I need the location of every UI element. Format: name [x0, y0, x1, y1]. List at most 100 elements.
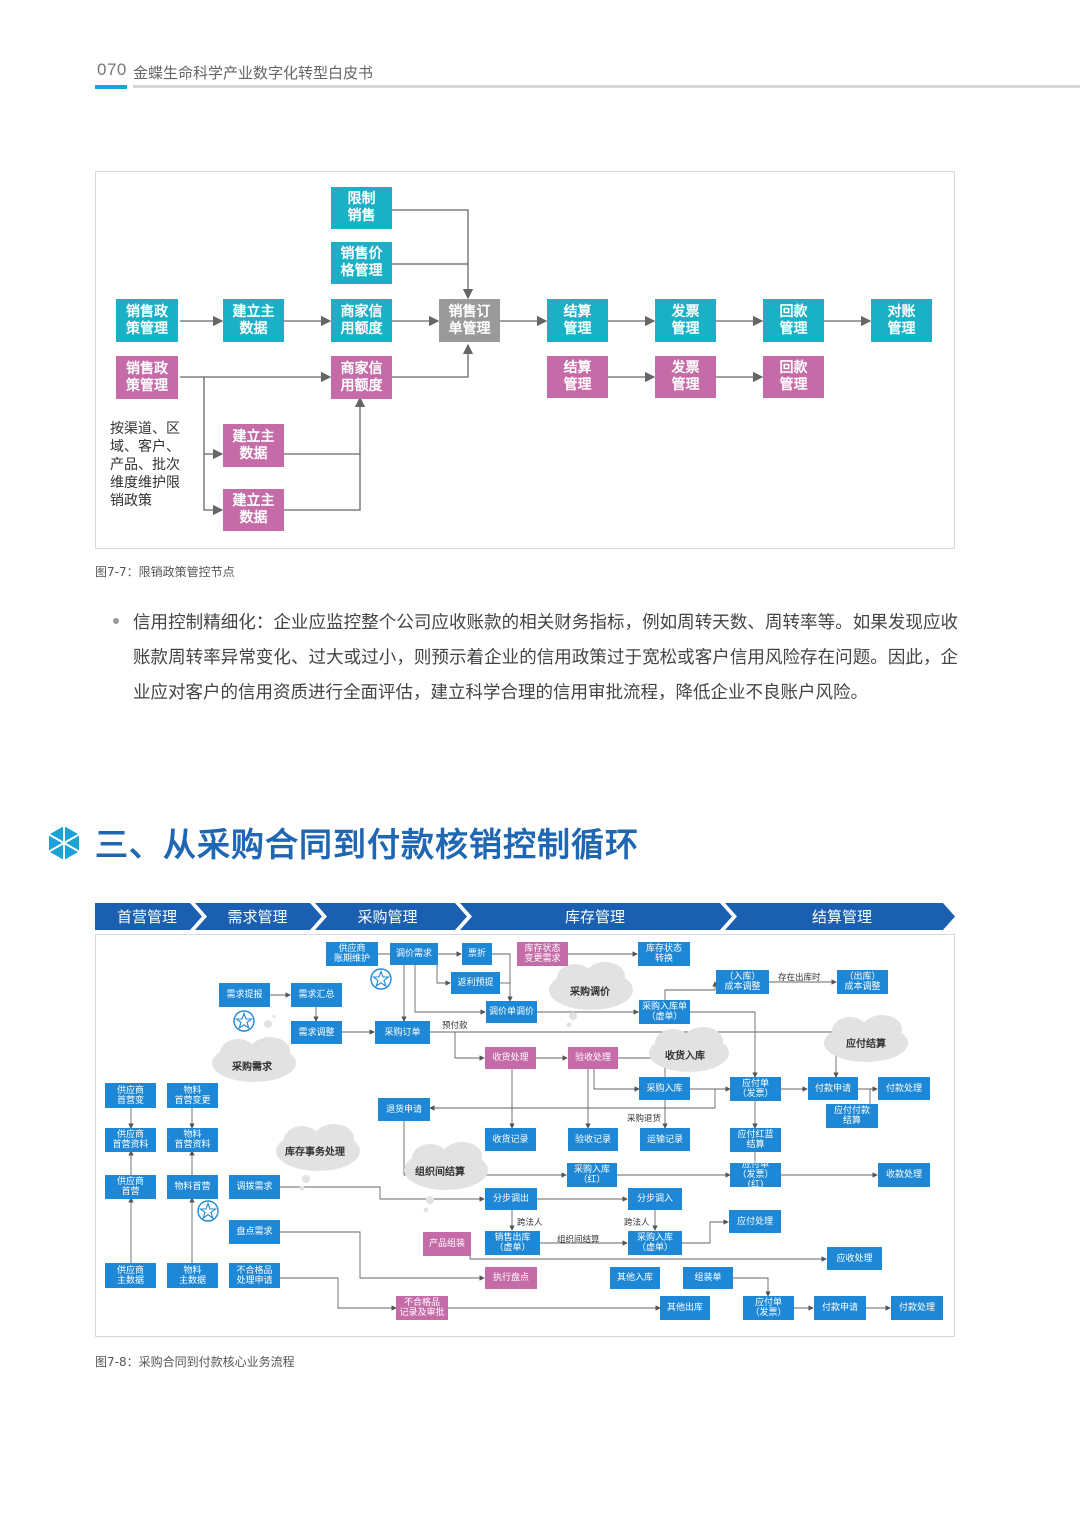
- payable-redblue-box: 应付红蓝 结算: [730, 1128, 781, 1152]
- purchase-return-label: 采购退货: [627, 1114, 662, 1124]
- master-data-pink-node-1: 建立主 数据: [223, 424, 284, 467]
- cross-entity-label-2: 跨法人: [624, 1218, 650, 1228]
- price-request-box: 调价需求: [390, 943, 438, 965]
- cloud-inter-org: [404, 1142, 488, 1213]
- supplier-first-box: 供应商 首营: [105, 1175, 156, 1199]
- stock-convert-box: 库存状态 转换: [638, 942, 690, 966]
- master-data-pink-node-2: 建立主 数据: [223, 489, 284, 531]
- sales-order-node: 销售订 单管理: [439, 299, 500, 342]
- receive-record-box: 收货记录: [485, 1128, 536, 1151]
- credit-limit-node: 商家信 用额度: [331, 299, 392, 342]
- cloud-payable-settlement-label: 应付结算: [846, 1039, 886, 1050]
- invoice-pink-node: 发票 管理: [655, 356, 716, 398]
- sales-out-virtual-box: 销售出库 （虚单）: [485, 1231, 540, 1255]
- inter-org-label: 组织间结算: [557, 1235, 600, 1245]
- material-master-box: 物料 主数据: [167, 1263, 218, 1288]
- pay-request-box: 付款申请: [808, 1077, 858, 1100]
- settlement-pink-node: 结算 管理: [547, 356, 608, 398]
- receivable-box: 应收处理: [827, 1247, 882, 1270]
- document-title: 金蝶生命科学产业数字化转型白皮书: [133, 64, 374, 82]
- supplier-master-box: 供应商 主数据: [105, 1263, 156, 1288]
- credit-limit-pink-node: 商家信 用额度: [331, 356, 392, 399]
- in-out-time-label: 存在出库时: [778, 973, 821, 983]
- payable-invoice-box: 应付单 （发票）: [730, 1077, 781, 1101]
- cloud-inventory-affairs-label: 库存事务处理: [285, 1147, 345, 1158]
- stock-change-box: 库存状态 变更需求: [517, 942, 568, 966]
- material-first-box: 物料首营: [167, 1175, 218, 1199]
- demand-summary-box: 需求汇总: [291, 983, 342, 1007]
- cloud-goods-receipt: [649, 1027, 729, 1072]
- invoice-node: 发票 管理: [655, 299, 716, 342]
- other-out-box: 其他出库: [660, 1296, 710, 1320]
- transport-record-box: 运输记录: [640, 1128, 690, 1151]
- section-title: 三、从采购合同到付款核销控制循环: [95, 825, 639, 864]
- payable-process-box: 应付处理: [729, 1210, 781, 1233]
- cloud-payable-settlement: [824, 1015, 908, 1062]
- demand-adjust-box: 需求调整: [291, 1021, 342, 1044]
- master-data-node: 建立主 数据: [223, 299, 284, 342]
- receipt-box: 收款处理: [878, 1163, 930, 1187]
- purchase-in-virtual2-box: 采购入库 （虚单）: [628, 1231, 682, 1255]
- credit-control-paragraph: 信用控制精细化：企业应监控整个公司应收账款的相关财务指标，例如周转天数、周转率等…: [133, 613, 958, 703]
- nonconform-record-box: 不合格品 记录及审批: [396, 1296, 448, 1320]
- payable-red-box: 应付单 （发票）(红): [730, 1160, 781, 1190]
- transfer-request-box: 调拨需求: [229, 1175, 280, 1199]
- sales-policy-node: 销售政 策管理: [116, 299, 178, 342]
- payable-invoice2-box: 应付单 （发票）: [743, 1296, 794, 1320]
- cross-entity-label-1: 跨法人: [517, 1218, 543, 1228]
- figure2-caption: 图7-8：采购合同到付款核心业务流程: [95, 1355, 295, 1369]
- nonconform-request-box: 不合格品 处理申请: [229, 1263, 280, 1288]
- reconcile-node: 对账 管理: [871, 299, 932, 342]
- header-accent: [95, 85, 127, 89]
- supplier-first-data-box: 供应商 首营资料: [105, 1128, 156, 1152]
- purchase-order-box: 采购订单: [375, 1021, 430, 1044]
- header-rule: [133, 85, 1080, 88]
- banner-first-sale: 首营管理: [116, 908, 177, 926]
- supplier-period-box: 供应商 账期维护: [326, 942, 378, 966]
- purchase-in-virtual-box: 采购入库单 （虚单）: [639, 1000, 690, 1024]
- policy-dimension-note: 按渠道、区 域、客户、 产品、批次 维度维护限 销政策: [110, 421, 180, 509]
- payback-node: 回款 管理: [763, 299, 824, 342]
- figure2-connectors: [128, 951, 891, 1311]
- count-request-box: 盘点需求: [229, 1220, 280, 1244]
- cloud-purchase-demand-label: 采购需求: [232, 1062, 272, 1073]
- figure1-caption: 图7-7：限销政策管控节点: [95, 565, 235, 579]
- inspect-box: 验收处理: [568, 1047, 618, 1069]
- star-icon: [197, 1200, 219, 1222]
- other-in-box: 其他入库: [610, 1267, 660, 1289]
- prepay-label: 预付款: [442, 1021, 468, 1031]
- banner-demand: 需求管理: [227, 908, 288, 926]
- bullet-dot: [113, 618, 119, 624]
- material-first-change-box: 物料 首营变更: [167, 1083, 218, 1108]
- demand-report-box: 需求提报: [219, 983, 270, 1007]
- purchase-in-red-box: 采购入库 （红）: [567, 1163, 617, 1187]
- receive-box: 收货处理: [485, 1047, 536, 1069]
- payable-settle-box: 应付付款 结算: [826, 1104, 878, 1128]
- cloud-inter-org-label: 组织间结算: [415, 1167, 465, 1178]
- star-icon: [370, 968, 392, 990]
- star-icon: [233, 1010, 255, 1032]
- process-banner: [95, 903, 955, 930]
- supplier-first-change-box: 供应商 首营变: [105, 1083, 156, 1108]
- sales-policy-pink-node: 销售政 策管理: [116, 356, 178, 399]
- step-in-box: 分步调入: [628, 1188, 682, 1210]
- price-management-node: 销售价 格管理: [331, 242, 392, 284]
- banner-settlement: 结算管理: [811, 908, 872, 926]
- figure1-arrows: [180, 209, 872, 516]
- cloud-goods-receipt-label: 收货入库: [665, 1051, 705, 1062]
- pay-request2-box: 付款申请: [814, 1296, 866, 1320]
- page-number: 070: [97, 60, 127, 79]
- pay-process2-box: 付款处理: [891, 1296, 943, 1320]
- in-cost-adjust-box: （入库） 成本调整: [716, 970, 769, 994]
- discount-box: 票折: [462, 943, 492, 965]
- cloud-purchase-price-label: 采购调价: [570, 987, 610, 998]
- execute-count-box: 执行盘点: [485, 1267, 537, 1289]
- rebate-box: 返利预提: [451, 972, 500, 994]
- banner-purchase: 采购管理: [357, 908, 418, 926]
- assembly-order-box: 组装单: [683, 1267, 733, 1289]
- banner-inventory: 库存管理: [564, 908, 625, 926]
- settlement-node: 结算 管理: [547, 299, 608, 342]
- product-assembly-box: 产品组装: [423, 1232, 471, 1256]
- out-cost-adjust-box: （出库） 成本调整: [837, 970, 888, 994]
- pay-process-box: 付款处理: [878, 1077, 930, 1100]
